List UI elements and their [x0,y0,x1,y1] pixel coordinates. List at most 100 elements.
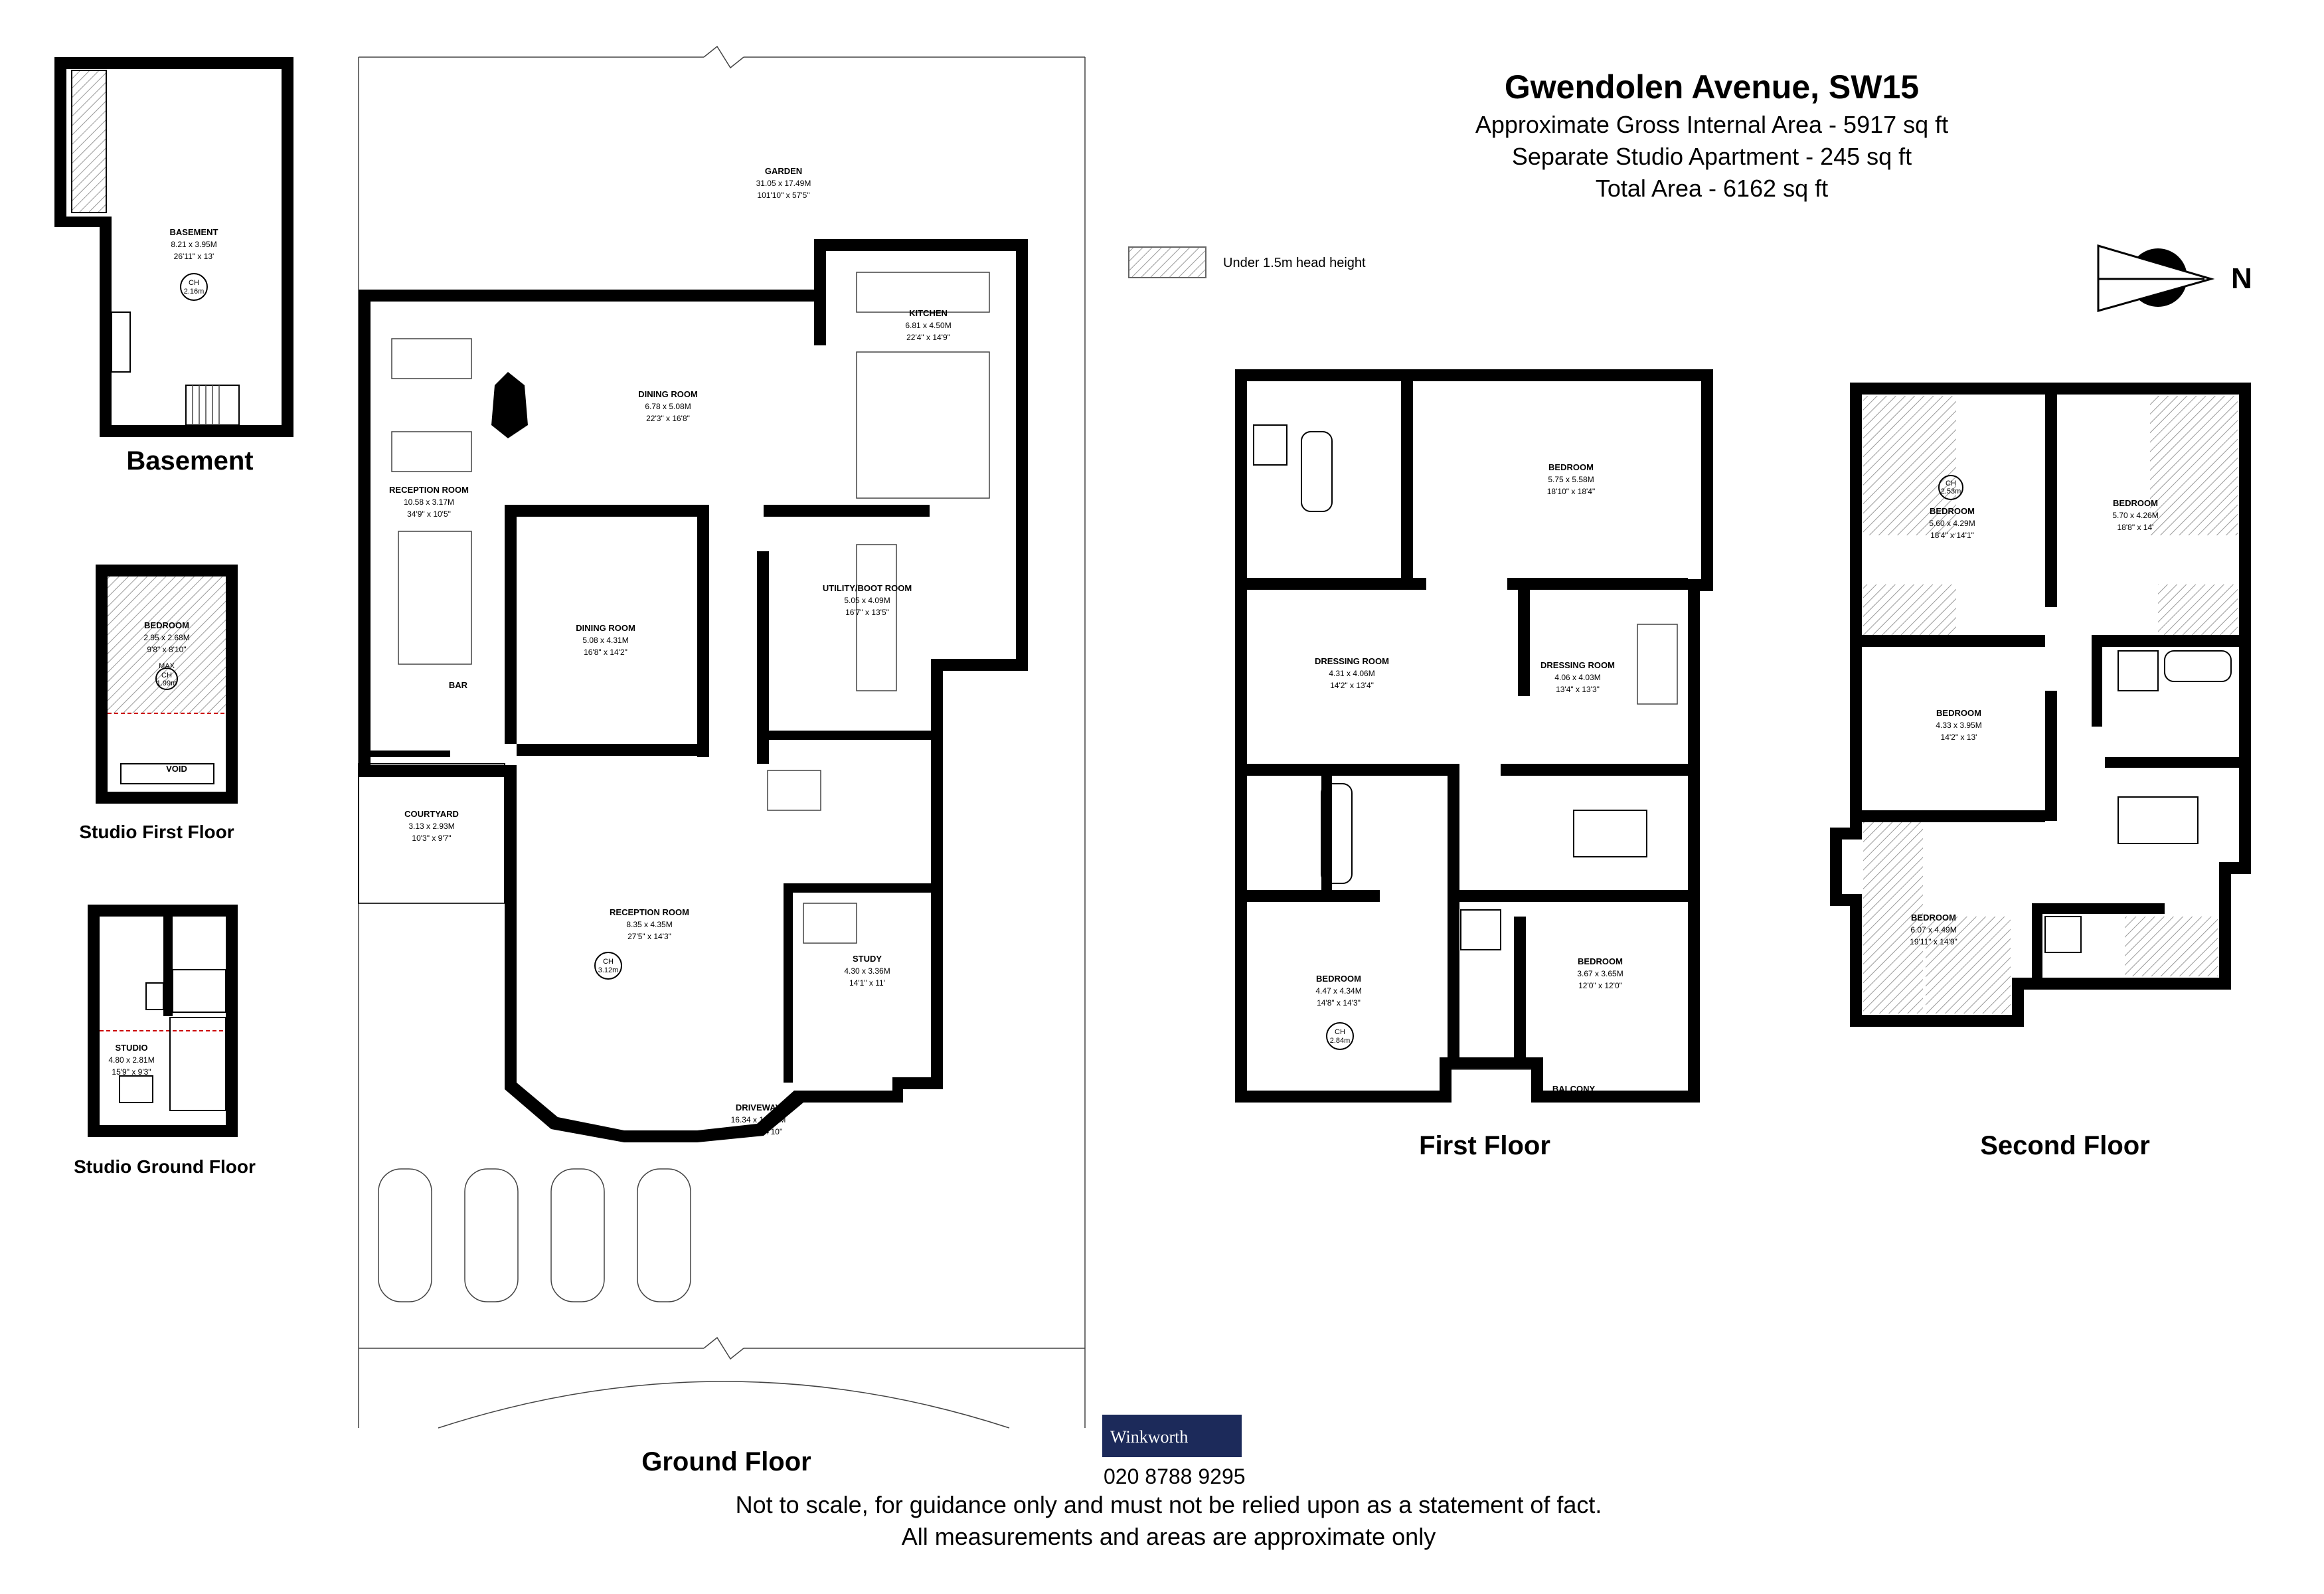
ground-floor-plan: GARDEN 31.05 x 17.49M 101'10" x 57'5" CO… [358,45,1086,1476]
ff-dressing-1-imperial: 14'2" x 13'4" [1330,681,1374,690]
kitchen-imperial: 22'4" x 14'9" [906,333,950,342]
sf-bedroom-2-imperial: 18'8" x 14' [2117,523,2154,532]
kitchen-metric: 6.81 x 4.50M [905,321,951,330]
disclaimer-line-1: Not to scale, for guidance only and must… [736,1491,1602,1518]
sf-bedroom-3-imperial: 14'2" x 13' [1941,733,1977,742]
sf-bedroom-3-name: BEDROOM [1936,708,1981,718]
car-icon [550,1168,605,1302]
basement-room-imperial: 26'11" x 13' [174,252,214,261]
ff-bedroom-top-name: BEDROOM [1548,462,1594,472]
sf-bedroom-4-name: BEDROOM [1911,913,1956,923]
reception-left-name: RECEPTION ROOM [389,485,469,495]
reception-main-ch-value: 3.12m [598,966,619,974]
basement-ch-label: CH [189,279,199,287]
sf-bedroom-2-name: BEDROOM [2113,498,2158,508]
first-floor-plan: BEDROOM 5.75 x 5.58M 18'10" x 18'4" DRES… [1235,369,1713,1160]
studio-shower [172,969,226,1013]
disclaimer-line-2: All measurements and areas are approxima… [902,1523,1436,1550]
hatch-swatch [1128,246,1206,278]
basement-plan: BASEMENT 8.21 x 3.95M 26'11" x 13' CH 2.… [54,57,293,476]
sf-bedroom-2-metric: 5.70 x 4.26M [2112,511,2158,520]
dining-2-imperial: 16'8" x 14'2" [584,648,627,657]
total-area-line: Total Area - 6162 sq ft [1596,175,1828,202]
hatch-legend-label: Under 1.5m head height [1223,256,1366,270]
reception-main-imperial: 27'5" x 14'3" [627,932,671,941]
branding: Winkworth 020 8788 9295 [1102,1415,1246,1488]
study-imperial: 14'1" x 11' [849,978,885,988]
sf-bedroom-1-metric: 5.60 x 4.29M [1929,519,1975,528]
basement-room-name: BASEMENT [170,227,218,237]
ff-bedroom-right-metric: 3.67 x 3.65M [1577,969,1623,978]
car-icon [378,1168,432,1302]
car-icon [637,1168,691,1302]
second-floor-plan: BEDROOM 5.60 x 4.29M 18'4" x 14'1" CH 2.… [1830,383,2251,1160]
shower-icon [2117,650,2159,691]
ff-bedroom-left-imperial: 14'8" x 14'3" [1317,998,1361,1008]
sf-bedroom-1-name: BEDROOM [1930,506,1975,516]
kitchen-name: KITCHEN [909,308,948,318]
studio-bedroom-metric: 2.95 x 2.68M [143,633,189,642]
sf-bedroom-1-ch-label: CH [1946,480,1956,487]
studio-ground-floor-plan: STUDIO 4.80 x 2.81M 15'9" x 9'3" Studio … [74,905,256,1177]
utility-name: UTILITY/BOOT ROOM [823,583,912,593]
courtyard-metric: 3.13 x 2.93M [408,822,454,831]
studio-first-floor-title: Studio First Floor [79,822,234,842]
reception-main-name: RECEPTION ROOM [610,907,689,917]
ff-dressing-1-name: DRESSING ROOM [1315,656,1389,666]
courtyard-imperial: 10'3" x 9'7" [412,834,451,843]
ff-dressing-2-name: DRESSING ROOM [1540,660,1615,670]
studio-bedroom-max-label: MAX [159,662,175,670]
utility-imperial: 16'7" x 13'5" [845,608,889,617]
property-title: Gwendolen Avenue, SW15 [1505,68,1919,106]
car-icon [464,1168,519,1302]
garden-metric: 31.05 x 17.49M [756,179,811,188]
bath-icon [1301,431,1333,512]
ff-bedroom-top-metric: 5.75 x 5.58M [1548,475,1594,484]
dining-main-imperial: 22'3" x 16'8" [646,414,690,423]
agent-phone: 020 8788 9295 [1104,1464,1246,1488]
reception-main-metric: 8.35 x 4.35M [626,920,672,929]
driveway-metric: 16.34 x 10.61M [731,1115,786,1124]
compass-north-label: N [2231,262,2252,295]
gross-area-line: Approximate Gross Internal Area - 5917 s… [1475,111,1948,138]
basement-ch-value: 2.16m [184,288,205,296]
ground-floor-title: Ground Floor [641,1447,811,1476]
reception-main-ch-label: CH [603,958,614,966]
studio-imperial: 15'9" x 9'3" [112,1067,151,1077]
basement-room-metric: 8.21 x 3.95M [171,240,216,249]
ff-dressing-2-metric: 4.06 x 4.03M [1554,673,1600,682]
shower-icon [1253,424,1287,466]
first-floor-title: First Floor [1419,1131,1550,1160]
compass: N [2097,244,2252,312]
study-name: STUDY [853,954,882,964]
sf-bedroom-4-metric: 6.07 x 4.49M [1910,925,1956,934]
studio-bedroom-ch-label: CH [161,671,172,679]
bath-icon [2164,650,2232,682]
garden-name: GARDEN [765,166,802,176]
studio-bedroom-name: BEDROOM [144,620,189,630]
bath-icon [1321,783,1353,884]
stairs-ground [767,770,821,811]
courtyard-name: COURTYARD [404,809,459,819]
shower-icon [1460,909,1501,950]
sf-bedroom-3-metric: 4.33 x 3.95M [1936,721,1981,730]
studio-name: STUDIO [115,1043,147,1053]
ff-bedroom-left-metric: 4.47 x 4.34M [1315,986,1361,996]
sf-bedroom-1-ch-value: 2.53m [1941,487,1961,495]
legend: Under 1.5m head height [1128,246,1366,278]
agent-name: Winkworth [1110,1427,1188,1447]
balcony-name: BALCONY [1552,1084,1596,1094]
basement-lightwell [71,70,107,213]
driveway-name: DRIVEWAY [736,1103,781,1112]
studio-bedroom-imperial: 9'8" x 8'10" [147,645,186,654]
studio-area-line: Separate Studio Apartment - 245 sq ft [1512,143,1912,170]
dining-main-metric: 6.78 x 5.08M [645,402,691,411]
utility-metric: 5.05 x 4.09M [844,596,890,605]
reception-left-metric: 10.58 x 3.17M [404,497,454,507]
ff-bedroom-left-ch-value: 2.84m [1330,1037,1351,1045]
agent-logo [1102,1415,1242,1457]
shower-icon [2044,916,2082,953]
ff-dressing-1-metric: 4.31 x 4.06M [1329,669,1374,678]
second-floor-title: Second Floor [1980,1131,2150,1160]
ff-bedroom-top-imperial: 18'10" x 18'4" [1547,487,1596,496]
